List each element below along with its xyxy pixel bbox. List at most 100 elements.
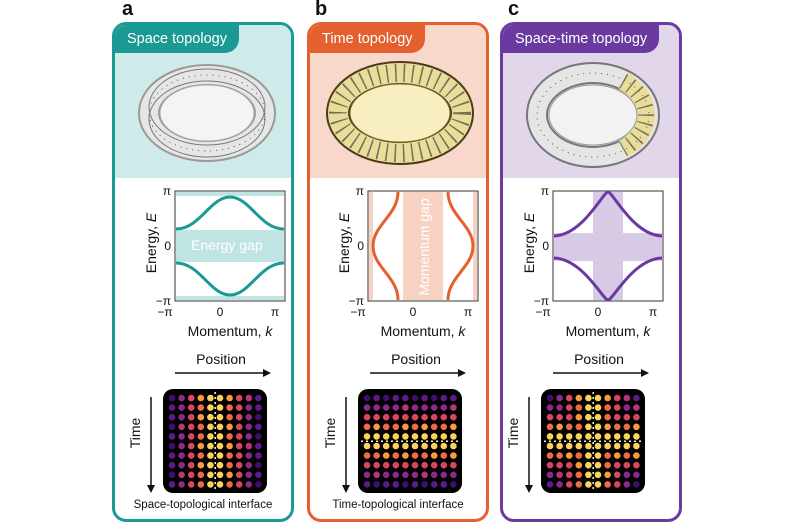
lattice-site (450, 452, 457, 459)
lattice-site (393, 395, 400, 402)
lattice-site (393, 472, 400, 479)
lattice-site (364, 452, 371, 459)
x-axis-label-text: Momentum, (381, 323, 455, 339)
panel-letter-c: c (508, 0, 519, 21)
lattice-site (614, 472, 621, 479)
lattice-site (614, 462, 621, 469)
lattice-site (614, 424, 621, 431)
lattice-site (421, 414, 428, 421)
lattice-site (246, 481, 253, 488)
lattice-site (373, 462, 380, 469)
lattice-site (246, 404, 253, 411)
lattice-site (226, 404, 233, 411)
lattice-site (198, 472, 205, 479)
lattice-site (178, 404, 185, 411)
lattice-site (207, 443, 214, 450)
lattice-site (188, 443, 195, 450)
lattice-site (595, 481, 602, 488)
lattice-site (383, 462, 390, 469)
y-tick-label: 0 (147, 239, 171, 253)
lattice-site (450, 433, 457, 440)
lattice-site (217, 452, 224, 459)
lattice-site (246, 472, 253, 479)
lattice-site (178, 424, 185, 431)
lattice-site (383, 452, 390, 459)
lattice-site (217, 424, 224, 431)
lattice-site (217, 414, 224, 421)
lattice-site (604, 424, 611, 431)
lattice-site (246, 414, 253, 421)
lattice-site (169, 433, 176, 440)
lattice-site (566, 414, 573, 421)
lattice-site (556, 433, 563, 440)
lattice-site (236, 462, 243, 469)
lattice-site (246, 395, 253, 402)
lattice-site (169, 452, 176, 459)
lattice-site (383, 472, 390, 479)
lattice-site (576, 414, 583, 421)
y-tick-label: π (147, 184, 171, 198)
x-axis-variable: k (265, 323, 272, 339)
lattice-site (450, 414, 457, 421)
lattice-site (633, 433, 640, 440)
lattice-site (431, 452, 438, 459)
lattice-site (624, 424, 631, 431)
lattice-site (217, 472, 224, 479)
lattice-site (236, 433, 243, 440)
lattice-site (393, 481, 400, 488)
x-tick-label: 0 (588, 305, 608, 319)
lattice-site (585, 424, 592, 431)
lattice-site (441, 424, 448, 431)
lattice-site (255, 433, 262, 440)
lattice-site (198, 452, 205, 459)
lattice-site (383, 481, 390, 488)
lattice-site (624, 462, 631, 469)
lattice-site (595, 404, 602, 411)
lattice-site (412, 443, 419, 450)
x-tick-label: −π (348, 305, 368, 319)
lattice-site (402, 433, 409, 440)
x-axis-variable: k (458, 323, 465, 339)
lattice-site (441, 481, 448, 488)
gap-label: Energy gap (191, 237, 263, 253)
lattice-site (383, 395, 390, 402)
lattice-site (450, 481, 457, 488)
lattice-site (188, 472, 195, 479)
lattice-site (393, 414, 400, 421)
lattice-site (188, 414, 195, 421)
time-label: Time (127, 403, 143, 463)
x-axis-label: Momentum, k (558, 323, 658, 339)
lattice-site (624, 414, 631, 421)
x-tick-label: 0 (403, 305, 423, 319)
lattice-site (207, 404, 214, 411)
lattice-site (614, 414, 621, 421)
x-axis-variable: k (643, 323, 650, 339)
lattice-site (236, 443, 243, 450)
lattice-site (421, 462, 428, 469)
lattice-site (576, 462, 583, 469)
lattice-site (556, 472, 563, 479)
lattice-site (188, 395, 195, 402)
lattice-site (556, 481, 563, 488)
lattice-site (246, 452, 253, 459)
y-tick-label: 0 (525, 239, 549, 253)
lattice-site (373, 481, 380, 488)
lattice-site (178, 472, 185, 479)
lattice-site (450, 472, 457, 479)
lattice-site (217, 443, 224, 450)
x-axis-label-text: Momentum, (188, 323, 262, 339)
lattice-site (614, 443, 621, 450)
lattice-site (236, 424, 243, 431)
lattice-site (198, 424, 205, 431)
lattice-site (441, 404, 448, 411)
time-arrowhead (342, 485, 350, 493)
lattice-site (412, 472, 419, 479)
lattice-site (633, 414, 640, 421)
lattice-site (421, 472, 428, 479)
lattice-site (566, 433, 573, 440)
lattice-site (226, 443, 233, 450)
lattice-site (402, 424, 409, 431)
lattice-site (188, 481, 195, 488)
panel-letter-a: a (122, 0, 133, 21)
x-axis-label: Momentum, k (180, 323, 280, 339)
